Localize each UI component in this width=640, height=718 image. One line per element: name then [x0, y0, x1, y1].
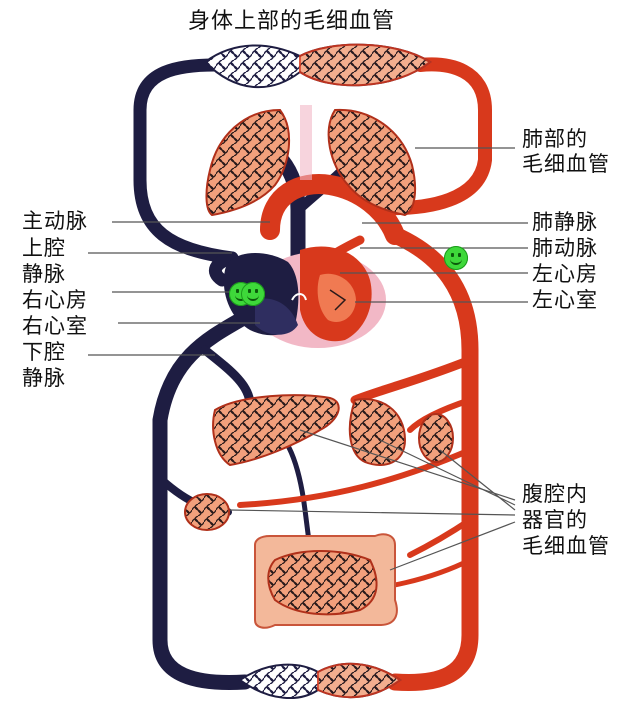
green-smiley-icon	[241, 282, 265, 306]
lower-body-capillaries	[238, 662, 402, 699]
upper-body-capillaries	[203, 43, 432, 89]
label-lung-capillaries-line1: 肺部的	[522, 127, 588, 151]
label-superior-vena-cava-line2: 静脉	[22, 262, 66, 286]
heart	[223, 246, 386, 348]
green-smiley-icon	[444, 246, 468, 270]
abdominal-organs	[184, 394, 454, 629]
label-right-atrium: 右心房	[22, 288, 88, 312]
lungs	[205, 105, 417, 217]
label-inferior-vena-cava-line1: 下腔	[22, 340, 66, 364]
label-abdominal-capillaries-line2: 器官的	[522, 508, 588, 532]
label-pulmonary-artery: 肺动脉	[532, 236, 598, 260]
leader-lines	[88, 147, 528, 571]
label-inferior-vena-cava-line2: 静脉	[22, 366, 66, 390]
label-superior-vena-cava-line1: 上腔	[22, 236, 66, 260]
label-left-atrium: 左心房	[532, 262, 598, 286]
label-lung-capillaries-line2: 毛细血管	[522, 152, 610, 176]
label-left-ventricle: 左心室	[532, 288, 598, 312]
label-right-ventricle: 右心室	[22, 314, 88, 338]
label-aorta: 主动脉	[22, 209, 88, 233]
label-upper-body-capillaries: 身体上部的毛细血管	[188, 9, 396, 34]
label-pulmonary-vein: 肺静脉	[532, 210, 598, 234]
label-abdominal-capillaries-line3: 毛细血管	[522, 534, 610, 558]
label-abdominal-capillaries-line1: 腹腔内	[522, 482, 588, 506]
